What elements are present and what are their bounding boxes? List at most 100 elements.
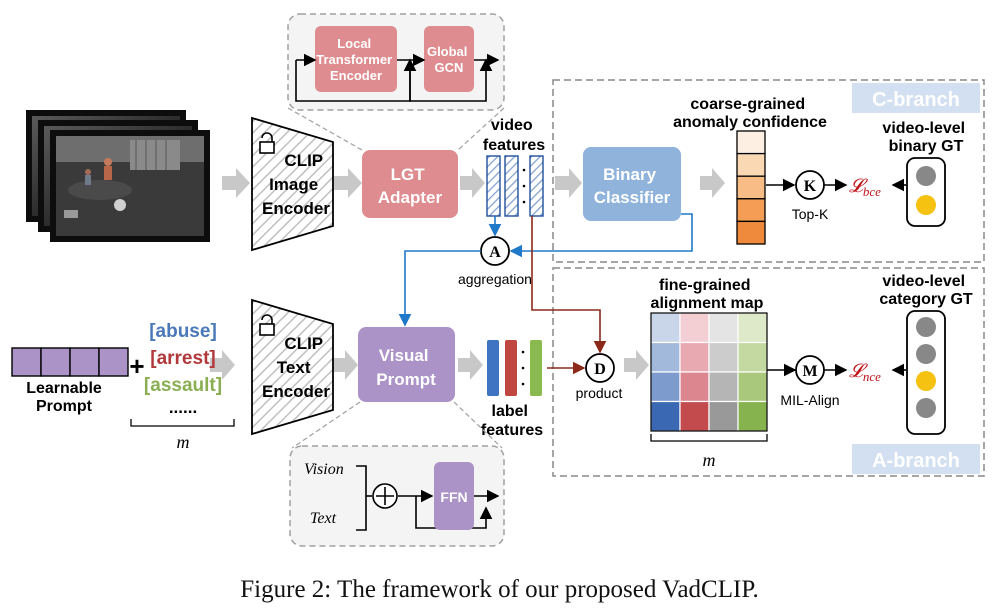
category-gt-light-4	[916, 398, 936, 418]
alignment-map-bracket	[650, 434, 768, 442]
category-gt-light-1	[916, 317, 936, 337]
alignment-cell	[737, 312, 768, 344]
ffn-detail-connector-left	[291, 401, 361, 449]
confidence-cell	[736, 198, 766, 223]
local-transformer-label-3: Encoder	[330, 68, 382, 83]
category-gt-label-1: video-level	[882, 273, 965, 290]
lgt-residual-arrows	[295, 53, 500, 102]
fine-title-2: alignment map	[651, 295, 764, 312]
features-to-product-arrow	[531, 216, 607, 354]
anomaly-confidence-bar	[736, 130, 766, 245]
binary-gt-label-2: binary GT	[889, 138, 964, 155]
alignment-cell	[650, 400, 681, 432]
image-encoder-label-2: Image	[269, 175, 318, 194]
learnable-prompt-label-2: Prompt	[36, 398, 93, 415]
alignment-cell	[679, 371, 710, 403]
ffn-label: FFN	[440, 489, 467, 505]
learnable-prompt-tokens	[11, 347, 129, 377]
confidence-cell	[736, 152, 766, 177]
lgt-adapter-box	[362, 150, 458, 218]
category-gt-light-2	[916, 344, 936, 364]
video-features-label-1: video	[491, 117, 533, 134]
alignment-map-grid	[650, 312, 768, 432]
lgt-adapter-label-2: Adapter	[378, 188, 443, 207]
lgt-detail-connector-left	[287, 107, 363, 151]
topk-symbol: K	[804, 178, 817, 195]
local-transformer-label-1: Local	[337, 36, 371, 51]
visual-prompt-box	[358, 327, 455, 402]
alignment-map-border	[650, 312, 768, 432]
image-encoder-lock-icon	[259, 132, 275, 154]
loss-bce: 𝓛bce	[849, 176, 881, 199]
mil-label: MIL-Align	[780, 392, 839, 408]
fine-title-1: fine-grained	[659, 277, 751, 294]
label-features-columns	[487, 340, 542, 396]
visual-prompt-label-1: Visual	[379, 346, 429, 365]
category-arrest: [arrest]	[150, 348, 215, 369]
category-bracket	[130, 419, 235, 427]
svg-text:video-level category GT: video-level category GT	[879, 273, 973, 308]
alignment-cell	[708, 341, 739, 373]
label-features-label-1: label	[492, 403, 528, 420]
confidence-cell	[736, 220, 766, 245]
vision-input-label: Vision	[304, 461, 344, 478]
alignment-cell	[708, 312, 739, 344]
loss-nce-sub: nce	[863, 369, 881, 384]
learnable-prompt-label-1: Learnable	[26, 380, 102, 397]
product-op	[585, 353, 615, 383]
text-encoder-label-3: Encoder	[262, 382, 330, 401]
confidence-cell	[736, 175, 766, 200]
c-branch-frame	[552, 79, 985, 263]
image-encoder-label-3: Encoder	[262, 199, 330, 218]
svg-text:Local Transformer Enco: Local Transformer Encoder	[316, 36, 396, 83]
binary-classifier-box	[583, 147, 681, 221]
svg-text:coarse-grained anomaly con: coarse-grained anomaly confidence	[673, 96, 827, 131]
global-gcn-label-2: GCN	[435, 60, 464, 75]
local-transformer-label-2: Transformer	[316, 52, 392, 67]
aggregation-symbol: A	[489, 244, 501, 261]
svg-text:CLIP Image Encoder: CLIP Image Encoder	[262, 151, 330, 218]
binary-gt-normal-light	[916, 166, 936, 186]
c-branch-tag	[852, 83, 980, 113]
visual-prompt-label-2: Prompt	[376, 370, 436, 389]
svg-text:Binary Classifier: Binary Classifier	[594, 165, 671, 207]
confidence-cell	[736, 130, 766, 155]
alignment-cell	[708, 400, 739, 432]
binary-classifier-label-2: Classifier	[594, 188, 671, 207]
ffn-box	[434, 462, 474, 530]
product-symbol: D	[594, 361, 606, 378]
global-gcn-box	[424, 26, 474, 92]
a-branch-tag	[852, 444, 980, 474]
a-branch-frame	[552, 267, 985, 477]
svg-text:video-level binary GT: video-level binary GT	[882, 120, 969, 155]
svg-text:CLIP Text Encoder: CLIP Text Encoder	[262, 334, 330, 401]
category-abuse: [abuse]	[149, 321, 217, 342]
svg-text:label features: label features	[481, 403, 543, 439]
product-label: product	[576, 385, 623, 401]
category-count-m: m	[177, 432, 190, 452]
alignment-cell	[679, 400, 710, 432]
local-transformer-box	[315, 26, 397, 92]
alignment-cell	[679, 312, 710, 344]
alignment-cell	[737, 400, 768, 432]
svg-text:Global GCN: Global GCN	[427, 44, 471, 75]
video-features-label-2: features	[483, 137, 545, 154]
alignment-cell	[737, 341, 768, 373]
svg-text:video features: video features	[483, 117, 545, 154]
video-features-columns	[486, 155, 544, 217]
category-assault: [assault]	[144, 375, 222, 396]
global-gcn-label-1: Global	[427, 44, 467, 59]
alignment-cell	[650, 371, 681, 403]
alignment-cell	[650, 312, 681, 344]
label-features-label-2: features	[481, 422, 543, 439]
alignment-cell	[679, 341, 710, 373]
svg-text:fine-grained alignment map: fine-grained alignment map	[651, 277, 764, 312]
alignment-map-m: m	[703, 450, 716, 470]
alignment-cell	[737, 371, 768, 403]
svg-text:LGT Adapter: LGT Adapter	[378, 165, 443, 207]
coarse-title-2: anomaly confidence	[673, 114, 827, 131]
plus-sign: +	[129, 351, 144, 381]
video-frames	[26, 110, 210, 242]
